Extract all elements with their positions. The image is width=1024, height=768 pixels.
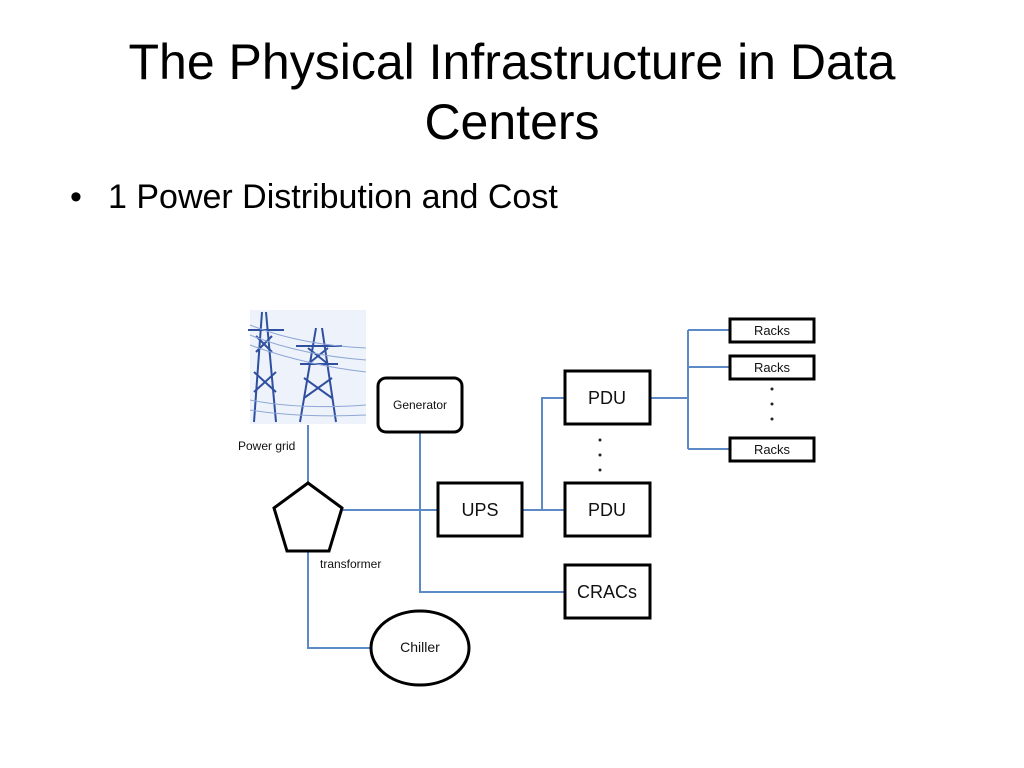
bullet-text: 1 Power Distribution and Cost (108, 178, 558, 216)
ups-label: UPS (461, 500, 498, 520)
chiller-shape (369, 609, 471, 687)
transformer-label: transformer (320, 557, 381, 571)
generator-box (376, 376, 464, 434)
bullet-mark: • (70, 178, 82, 216)
power-grid-icon (248, 310, 367, 424)
pdu-bottom-label: PDU (588, 500, 626, 520)
cracs-box (563, 563, 652, 620)
cracs-label: CRACs (577, 582, 637, 602)
title-line-1: The Physical Infrastructure in Data (128, 34, 896, 90)
line-ups-pdu-top (541, 397, 565, 510)
chiller-label: Chiller (400, 639, 440, 655)
line-generator-cracs (419, 432, 565, 593)
bullet-item: • 1 Power Distribution and Cost (70, 176, 558, 218)
pdu-top-box (563, 369, 652, 426)
pdu-bottom-box (563, 481, 652, 538)
title-line-2: Centers (424, 94, 600, 150)
bullet-list: • 1 Power Distribution and Cost (70, 176, 558, 218)
line-transformer-chiller (307, 552, 372, 649)
rack-box (728, 317, 816, 344)
ups-box (436, 481, 524, 538)
slide-title: The Physical Infrastructure in Data Cent… (0, 32, 1024, 152)
rack-label: Racks (754, 323, 791, 338)
rack-label: Racks (754, 360, 791, 375)
power-grid-label: Power grid (238, 439, 295, 453)
transformer-shape (272, 481, 344, 553)
generator-label: Generator (393, 398, 447, 412)
rack-box (728, 354, 816, 381)
rack-label: Racks (754, 442, 791, 457)
pdu-ellipsis (598, 438, 602, 472)
racks-ellipsis (770, 387, 774, 421)
pdu-top-label: PDU (588, 388, 626, 408)
rack-box (728, 436, 816, 463)
connector-lines (307, 329, 730, 649)
